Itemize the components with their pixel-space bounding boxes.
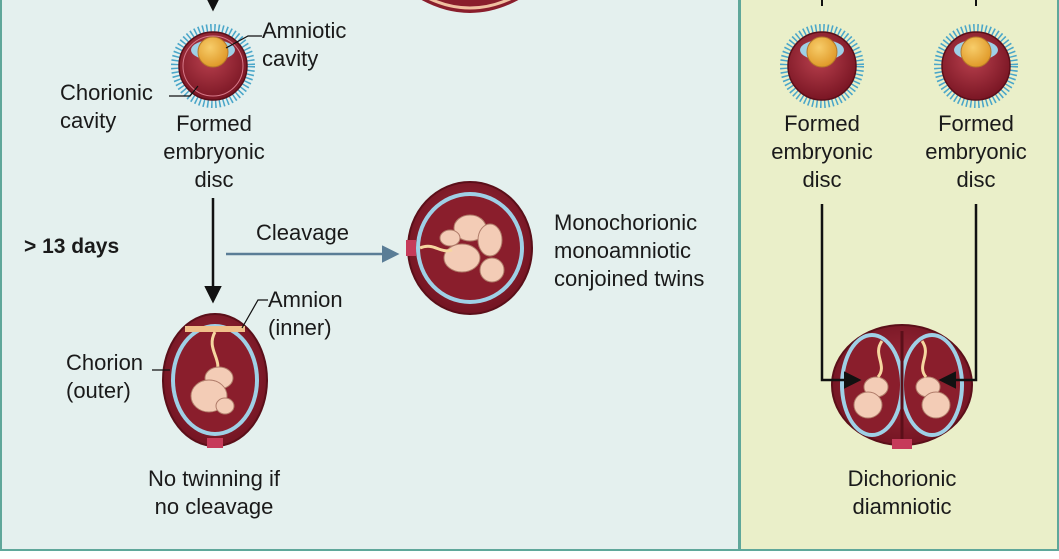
- fetus-icon: [439, 214, 505, 283]
- label-conjoined-1: Monochorionic: [554, 210, 697, 235]
- label-chorionic-1: Chorionic: [60, 80, 153, 105]
- label-disc-3: disc: [194, 167, 233, 192]
- label-disc-a-3: disc: [802, 167, 841, 192]
- label-disc-b-1: Formed: [938, 111, 1014, 136]
- fetus-icon: [190, 366, 235, 415]
- label-disc-1: Formed: [176, 111, 252, 136]
- label-result-2: diamniotic: [852, 494, 951, 519]
- arrow-icon: [938, 204, 978, 389]
- label-cleavage: Cleavage: [256, 220, 349, 245]
- label-conjoined-3: conjoined twins: [554, 266, 704, 291]
- blastocyst-icon: [934, 24, 1018, 108]
- dichorionic-sac: [831, 324, 973, 449]
- leader-amniotic: [225, 35, 262, 49]
- label-amniotic-2: cavity: [262, 46, 318, 71]
- top-embryo-partial: [421, 0, 519, 13]
- label-time: > 13 days: [24, 235, 119, 258]
- leader-chorionic: [169, 85, 199, 97]
- conjoined-twins-sac: [406, 181, 533, 315]
- label-chorion-1: Chorion: [66, 350, 143, 375]
- label-chorionic-2: cavity: [60, 108, 116, 133]
- fetus-icon: [853, 376, 951, 419]
- label-amnion-1: Amnion: [268, 287, 343, 312]
- label-disc-a-2: embryonic: [771, 139, 872, 164]
- label-no-twin-2: no cleavage: [155, 494, 274, 519]
- blastocyst-icon: [171, 24, 255, 108]
- leader-amnion: [241, 299, 268, 329]
- right-panel: [739, 0, 1059, 551]
- label-conjoined-2: monoamniotic: [554, 238, 691, 263]
- label-chorion-2: (outer): [66, 378, 131, 403]
- label-result-1: Dichorionic: [848, 466, 957, 491]
- blastocyst-icon: [780, 24, 864, 108]
- label-disc-2: embryonic: [163, 139, 264, 164]
- label-disc-b-2: embryonic: [925, 139, 1026, 164]
- single-fetus-sac: [162, 313, 268, 448]
- label-disc-a-1: Formed: [784, 111, 860, 136]
- arrow-icon: [820, 204, 862, 389]
- label-amnion-2: (inner): [268, 315, 332, 340]
- label-disc-b-3: disc: [956, 167, 995, 192]
- label-amniotic-1: Amniotic: [262, 18, 346, 43]
- label-no-twin-1: No twinning if: [148, 466, 281, 491]
- left-panel: [0, 0, 740, 551]
